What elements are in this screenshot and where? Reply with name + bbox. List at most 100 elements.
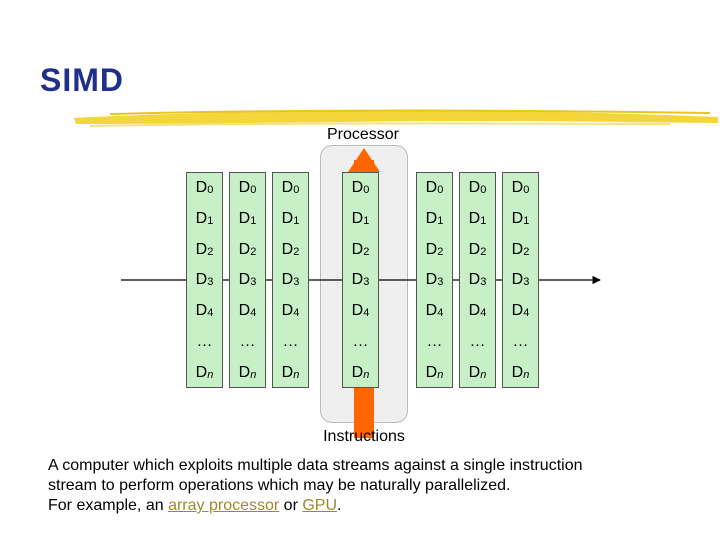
data-cell: D3 [343, 265, 378, 296]
data-cell-subscript: 0 [293, 184, 300, 196]
data-cell-base: D [281, 302, 294, 320]
data-cell: Dn [417, 358, 452, 389]
data-cell-base: D [351, 240, 364, 258]
data-cell-subscript: 2 [480, 245, 487, 258]
data-cell: D4 [503, 296, 538, 327]
data-cell-subscript: 3 [293, 276, 300, 289]
data-cell-base: D [351, 271, 364, 289]
data-cell-base: D [511, 363, 524, 381]
data-cell-subscript: 2 [437, 245, 444, 258]
data-cell: D0 [187, 173, 222, 204]
data-cell-base: D [511, 240, 524, 258]
data-cell: D2 [273, 235, 308, 266]
data-cell-subscript: 0 [207, 184, 214, 196]
data-cell-subscript: 2 [250, 245, 257, 258]
description-line-3: For example, an array processor or GPU. [48, 496, 708, 516]
data-cell: D3 [503, 265, 538, 296]
data-cell-base: D [511, 209, 524, 227]
data-cell: D1 [230, 204, 265, 235]
instructions-label: Instructions [323, 428, 405, 445]
data-cell-subscript: 3 [437, 276, 444, 289]
data-cell-base: D [468, 240, 481, 258]
data-cell: … [460, 327, 495, 358]
data-cell: D1 [460, 204, 495, 235]
data-cell-subscript: 4 [250, 307, 257, 320]
data-cell-base: D [351, 179, 364, 196]
data-cell-base: D [468, 302, 481, 320]
data-cell: D4 [273, 296, 308, 327]
description-line-2: stream to perform operations which may b… [48, 477, 511, 494]
data-cell-subscript: 4 [480, 307, 487, 320]
data-cell-base: D [511, 179, 524, 196]
data-cell-base: D [238, 271, 251, 289]
data-cell-subscript: 4 [363, 307, 370, 320]
data-cell-subscript: 1 [250, 214, 257, 227]
data-cell: D3 [230, 265, 265, 296]
array-processor-link[interactable]: array processor [168, 497, 280, 514]
data-cell-subscript: 4 [207, 307, 214, 320]
data-cell-subscript: 3 [363, 276, 370, 289]
data-cell-subscript: 2 [363, 245, 370, 258]
data-cell-base: D [425, 271, 438, 289]
data-cell-subscript: 1 [523, 214, 530, 227]
data-cell: D1 [273, 204, 308, 235]
data-cell-base: D [195, 179, 208, 196]
data-cell: D3 [460, 265, 495, 296]
data-cell-base: D [238, 363, 251, 381]
data-cell-base: D [351, 209, 364, 227]
data-cell-base: D [425, 302, 438, 320]
data-cell-subscript: n [523, 368, 530, 381]
data-cell-base: D [238, 302, 251, 320]
data-cell-base: … [469, 332, 486, 350]
data-cell-base: D [238, 209, 251, 227]
data-cell-subscript: n [250, 368, 257, 381]
data-cell-base: D [468, 179, 481, 196]
data-cell: D4 [417, 296, 452, 327]
data-cell-base: … [352, 332, 369, 350]
data-cell: … [343, 327, 378, 358]
data-cell-subscript: 1 [293, 214, 300, 227]
data-cell: … [503, 327, 538, 358]
data-cell: D0 [460, 173, 495, 204]
data-cell-base: D [195, 271, 208, 289]
instruction-arrow-head [348, 148, 380, 172]
data-cell: Dn [273, 358, 308, 389]
description-line-1: A computer which exploits multiple data … [48, 457, 583, 474]
description-line-3-middle: or [279, 497, 303, 514]
data-cell-base: D [281, 209, 294, 227]
data-cell-base: D [195, 209, 208, 227]
data-cell-subscript: 0 [437, 184, 444, 196]
data-cell: D4 [343, 296, 378, 327]
data-cell: D0 [343, 173, 378, 204]
data-cell-subscript: n [363, 368, 370, 381]
data-cell: … [417, 327, 452, 358]
description-line-3-suffix: . [337, 497, 342, 514]
data-cell-subscript: 1 [480, 214, 487, 227]
gpu-link[interactable]: GPU [302, 497, 338, 514]
data-cell-base: D [351, 302, 364, 320]
data-cell: Dn [503, 358, 538, 389]
data-cell-subscript: 2 [523, 245, 530, 258]
data-cell-subscript: 3 [207, 276, 214, 289]
data-cell-base: … [239, 332, 256, 350]
data-cell-base: D [195, 240, 208, 258]
data-cell-base: D [425, 363, 438, 381]
data-cell-subscript: 1 [363, 214, 370, 227]
data-cell-base: D [425, 240, 438, 258]
data-cell-base: D [238, 179, 251, 196]
data-cell: D4 [187, 296, 222, 327]
data-cell-subscript: n [437, 368, 444, 381]
data-cell-subscript: 0 [250, 184, 257, 196]
data-cell: Dn [343, 358, 378, 389]
data-cell: D0 [503, 173, 538, 204]
data-cell: Dn [460, 358, 495, 389]
data-cell: D2 [503, 235, 538, 266]
data-cell-subscript: 3 [480, 276, 487, 289]
data-cell: D2 [187, 235, 222, 266]
data-cell-base: D [511, 271, 524, 289]
data-cell-subscript: 1 [437, 214, 444, 227]
